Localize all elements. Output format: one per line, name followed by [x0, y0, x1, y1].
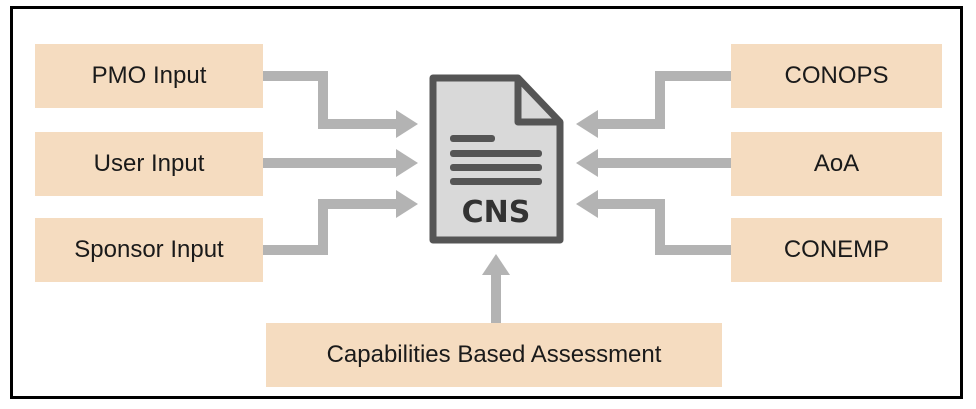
connector-sponsor-input	[263, 199, 398, 255]
arrowhead-user-input	[396, 149, 418, 177]
connector-conops	[595, 71, 731, 129]
conemp-box: CONEMP	[731, 218, 942, 282]
arrowhead-conemp	[576, 190, 598, 218]
document-fold	[514, 78, 560, 126]
document-line	[450, 135, 495, 142]
capabilities-based-assessment-box: Capabilities Based Assessment	[266, 323, 722, 387]
arrowhead-sponsor-input	[396, 190, 418, 218]
sponsor-input-box: Sponsor Input	[35, 218, 263, 282]
document-line	[450, 164, 542, 171]
arrowhead-cba	[482, 254, 510, 275]
arrowhead-aoa	[576, 149, 598, 177]
document-label: CNS	[462, 195, 531, 230]
pmo-input-box: PMO Input	[35, 44, 263, 108]
document-line	[450, 150, 542, 157]
connector-conemp	[595, 199, 731, 255]
arrowhead-pmo-input	[396, 110, 418, 138]
connector-pmo-input	[263, 71, 398, 129]
conops-box: CONOPS	[731, 44, 942, 108]
user-input-box: User Input	[35, 132, 263, 196]
document-icon: CNS	[429, 74, 564, 244]
aoa-box: AoA	[731, 132, 942, 196]
document-line	[450, 178, 542, 185]
arrowhead-conops	[576, 110, 598, 138]
